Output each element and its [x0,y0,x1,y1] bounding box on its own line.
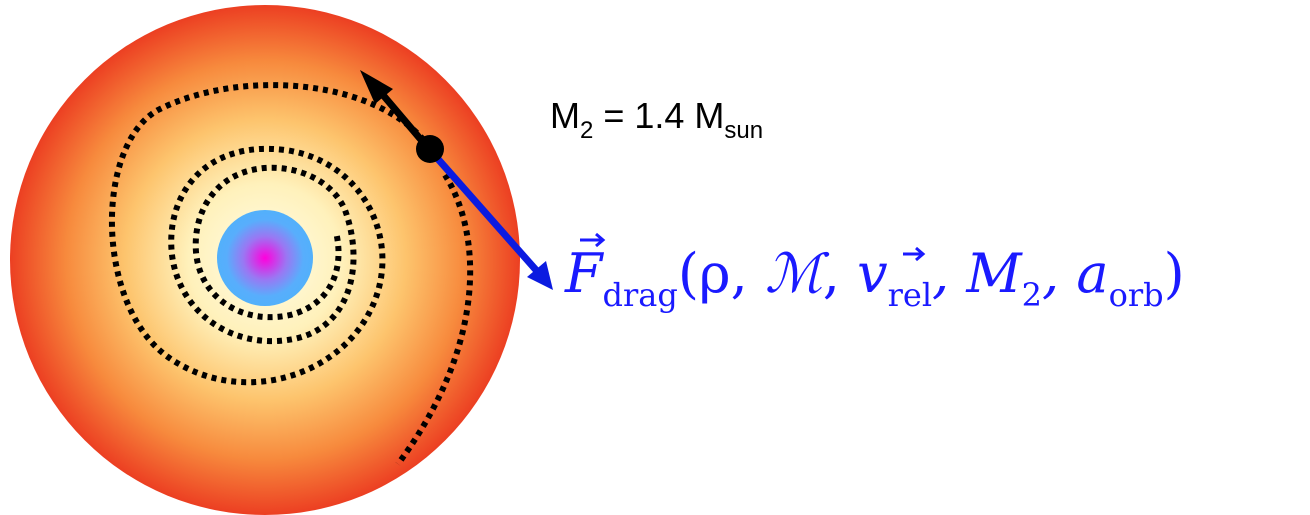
companion-star [416,135,444,163]
companion-mass-label: M2 = 1.4 Msun [550,95,763,144]
drag-force-formula: Fdrag(ρ, ℳ, vrel, M2, aorb) [564,234,1185,314]
stellar-core [217,210,313,306]
svg-text:Fdrag(ρ, ℳ, vrel, M2, aorb): Fdrag(ρ, ℳ, vrel, M2, aorb) [564,242,1185,314]
velocity-vector-accent-icon [903,248,923,260]
